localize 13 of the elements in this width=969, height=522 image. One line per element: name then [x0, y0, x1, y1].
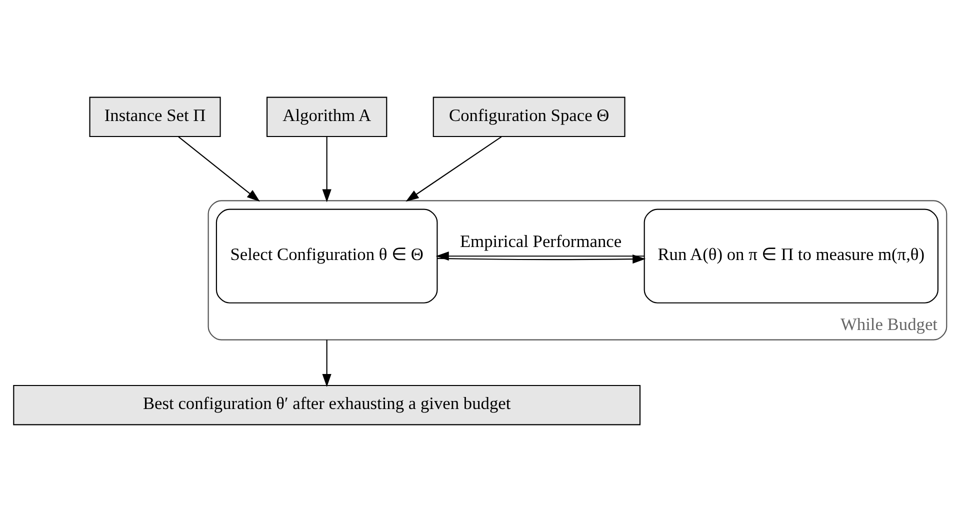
arrow [178, 136, 260, 202]
arrow [322, 136, 332, 202]
arrow [322, 340, 332, 387]
node-box: Run A(θ) on π ∈ Π to measure m(π,θ) [644, 208, 938, 304]
node-box: Instance Set Π [89, 96, 221, 138]
arrow [406, 136, 502, 202]
arrow [437, 254, 646, 264]
node-box: Configuration Space Θ [432, 96, 626, 138]
node-box: Algorithm A [266, 96, 388, 138]
edge-label: Empirical Performance [460, 232, 622, 252]
node-box: Best configuration θ′ after exhausting a given budget [13, 384, 641, 426]
node-box: Select Configuration θ ∈ Θ [216, 208, 438, 304]
arrow [436, 252, 644, 261]
